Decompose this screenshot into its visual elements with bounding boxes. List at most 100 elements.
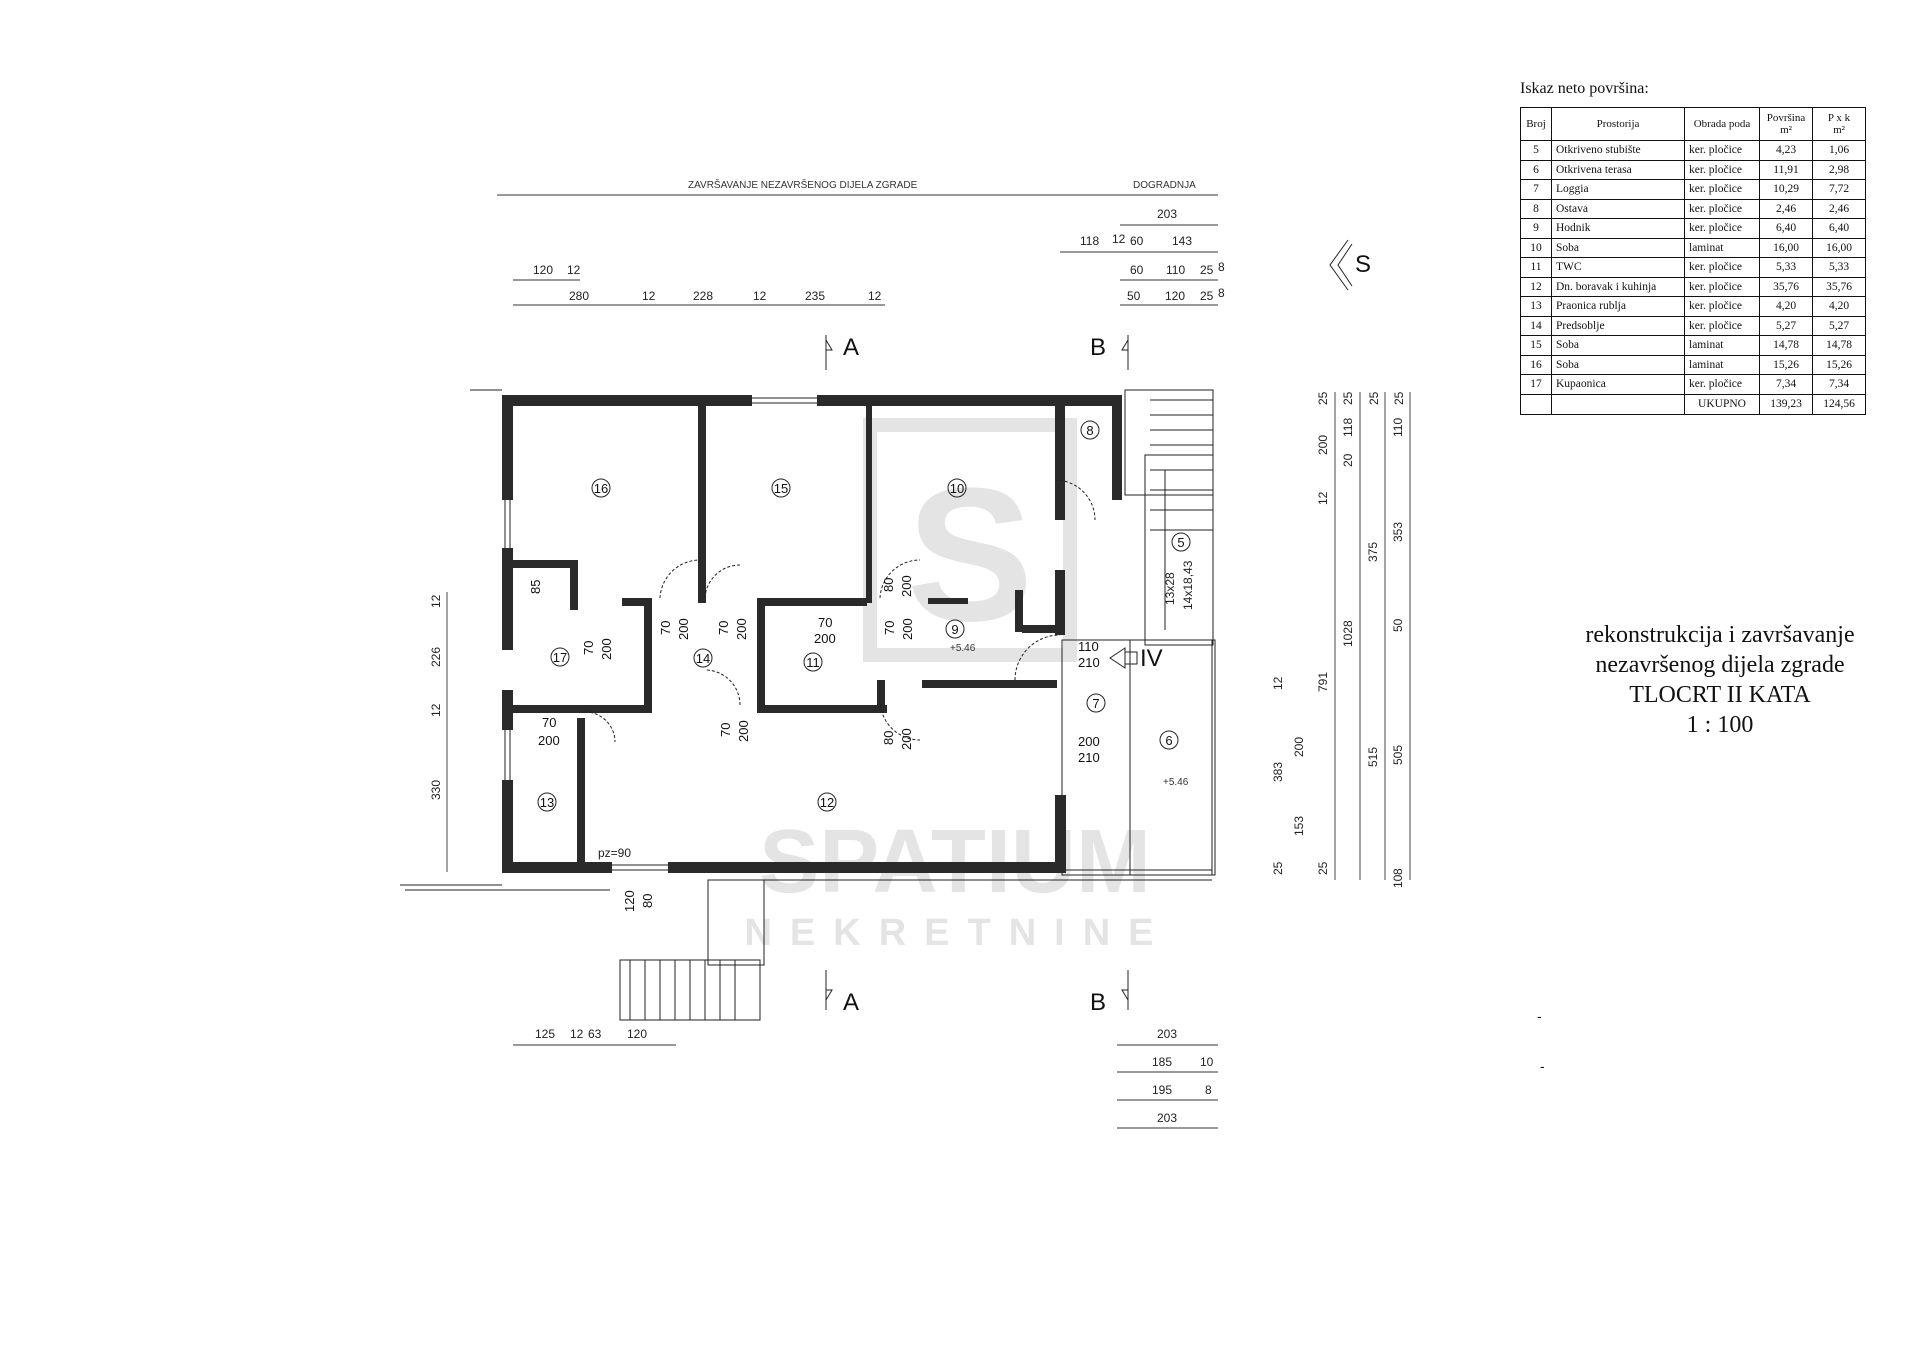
cell-prostorija: Soba [1551, 354, 1685, 375]
svg-text:203: 203 [1157, 1027, 1177, 1041]
svg-text:60: 60 [1130, 263, 1144, 277]
svg-text:200: 200 [1292, 737, 1306, 757]
cell-broj: 14 [1520, 315, 1552, 336]
svg-text:12: 12 [642, 289, 656, 303]
cell-broj: 8 [1520, 198, 1552, 219]
level-hallway: +5.46 [950, 643, 976, 654]
cell-pxk: 1,06 [1812, 140, 1866, 161]
table-total-row: UKUPNO 139,23 124,56 [1520, 393, 1866, 415]
col-broj: Broj [1520, 107, 1552, 141]
svg-text:70: 70 [658, 621, 673, 635]
svg-text:15: 15 [774, 481, 788, 496]
room-11: 11 [803, 652, 823, 672]
cell-pxk: 7,72 [1812, 179, 1866, 200]
watermark-sub: NEKRETNINE [744, 912, 1171, 954]
col-prostorija: Prostorija [1551, 107, 1685, 141]
svg-text:185: 185 [1152, 1055, 1172, 1069]
svg-text:235: 235 [805, 289, 825, 303]
svg-text:210: 210 [1078, 750, 1100, 765]
svg-text:25: 25 [1316, 391, 1330, 405]
cell-pxk: 2,98 [1812, 159, 1866, 180]
svg-text:226: 226 [429, 647, 443, 667]
svg-text:353: 353 [1391, 522, 1405, 542]
room-6: 6 [1159, 730, 1179, 750]
cell-broj: 10 [1520, 237, 1552, 258]
label-completion: ZAVRŠAVANJE NEZAVRŠENOG DIJELA ZGRADE [688, 178, 918, 191]
svg-text:125: 125 [535, 1027, 555, 1041]
cell-obrada: ker. pločice [1684, 159, 1760, 180]
cell-povrsina: 14,78 [1759, 335, 1813, 356]
cell-obrada: ker. pločice [1684, 315, 1760, 336]
svg-text:8: 8 [1218, 286, 1225, 300]
svg-text:50: 50 [1391, 618, 1405, 632]
svg-text:8: 8 [1391, 868, 1405, 875]
room-16: 16 [591, 478, 611, 498]
outline-lines [405, 389, 1216, 1021]
svg-text:25: 25 [1200, 289, 1214, 303]
svg-text:200: 200 [599, 638, 614, 660]
cell-pxk: 2,46 [1812, 198, 1866, 219]
top-labels: ZAVRŠAVANJE NEZAVRŠENOG DIJELA ZGRADE DO… [497, 178, 1218, 196]
svg-text:7: 7 [1092, 696, 1099, 711]
cell-pxk: 16,00 [1812, 237, 1866, 258]
section-a-bottom: A [843, 989, 859, 1016]
svg-text:12: 12 [429, 703, 443, 717]
svg-text:12: 12 [868, 289, 882, 303]
cell-obrada: ker. pločice [1684, 218, 1760, 239]
cell-broj: 5 [1520, 140, 1552, 161]
svg-text:25: 25 [1316, 861, 1330, 875]
room-12: 12 [817, 792, 837, 812]
cell-pxk: 5,27 [1812, 315, 1866, 336]
svg-text:5: 5 [1177, 535, 1184, 550]
svg-text:10: 10 [1200, 1055, 1214, 1069]
room-17: 17 [550, 647, 570, 667]
cell-povrsina: 4,20 [1759, 296, 1813, 317]
cell-prostorija: TWC [1551, 257, 1685, 278]
cell-povrsina: 10,29 [1759, 179, 1813, 200]
svg-text:50: 50 [1127, 289, 1141, 303]
svg-text:200: 200 [814, 631, 836, 646]
svg-text:200: 200 [676, 618, 691, 640]
svg-text:200: 200 [538, 733, 560, 748]
svg-text:120: 120 [627, 1027, 647, 1041]
svg-text:200: 200 [900, 618, 915, 640]
stray-mark: - [1537, 1008, 1542, 1024]
room-9: 9 [945, 619, 965, 639]
svg-text:210: 210 [1078, 655, 1100, 670]
svg-text:70: 70 [718, 723, 733, 737]
svg-text:1028: 1028 [1341, 620, 1355, 647]
svg-text:110: 110 [1391, 418, 1405, 437]
parapet-label: pz=90 [598, 846, 631, 860]
total-label: UKUPNO [1684, 393, 1760, 415]
title-line-2: nezavršenog dijela zgrade [1595, 652, 1845, 678]
watermark: S SPATIUM NEKRETNINE [744, 418, 1171, 954]
svg-text:63: 63 [588, 1027, 602, 1041]
cell-povrsina: 16,00 [1759, 237, 1813, 258]
cell-povrsina: 2,46 [1759, 198, 1813, 219]
cell-prostorija: Praonica rublja [1551, 296, 1685, 317]
cell-pxk: 5,33 [1812, 257, 1866, 278]
svg-text:110: 110 [1078, 639, 1099, 654]
svg-text:200: 200 [1316, 435, 1330, 455]
svg-text:70: 70 [882, 621, 897, 635]
room-8: 8 [1080, 420, 1100, 440]
svg-text:12: 12 [429, 594, 443, 608]
cell-povrsina: 6,40 [1759, 218, 1813, 239]
svg-text:70: 70 [818, 615, 832, 630]
svg-text:143: 143 [1172, 234, 1192, 248]
svg-text:791: 791 [1316, 672, 1330, 692]
svg-text:505: 505 [1391, 745, 1405, 765]
watermark-logo: S [907, 449, 1034, 661]
svg-text:60: 60 [1130, 234, 1144, 248]
